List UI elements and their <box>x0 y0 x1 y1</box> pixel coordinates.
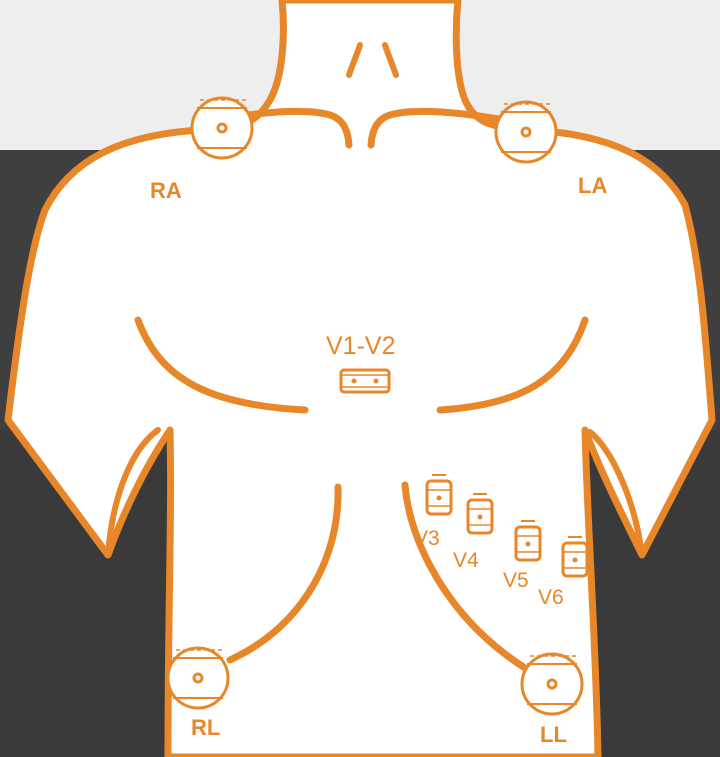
label-v6: V6 <box>538 586 564 609</box>
electrode-ll <box>522 654 582 714</box>
label-v5: V5 <box>503 569 529 592</box>
label-rl: RL <box>191 715 220 740</box>
electrode-ra <box>192 98 252 158</box>
label-v3: V3 <box>414 527 440 550</box>
electrode-la <box>496 102 556 162</box>
electrode-v4 <box>468 494 492 533</box>
electrode-v6 <box>563 537 587 576</box>
label-v4: V4 <box>453 549 479 572</box>
label-la: LA <box>578 173 607 198</box>
electrode-v5 <box>516 521 540 560</box>
label-ll: LL <box>540 722 567 747</box>
label-v1-v2: V1-V2 <box>326 332 395 360</box>
electrode-v1-v2 <box>341 370 389 392</box>
electrode-rl <box>168 648 228 708</box>
electrode-v3 <box>427 475 451 514</box>
label-ra: RA <box>150 178 182 203</box>
